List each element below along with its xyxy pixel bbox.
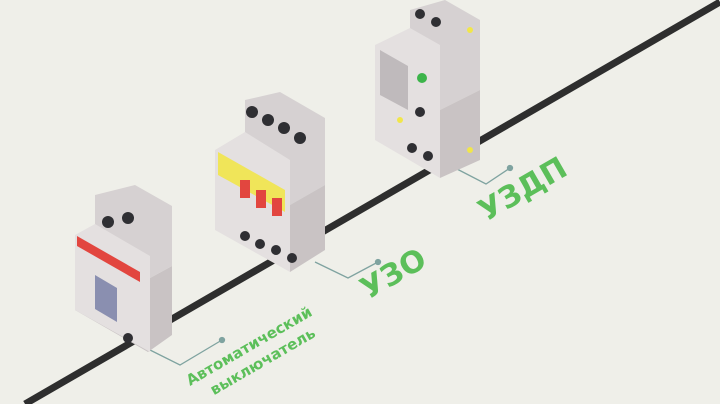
label-rcd: УЗО <box>355 242 433 307</box>
rcd-yellow-panel <box>218 152 285 212</box>
indicator-light-icon <box>417 73 427 83</box>
rcd-toggle <box>272 198 282 216</box>
screw-icon <box>415 9 425 19</box>
leader-line-breaker <box>139 336 226 366</box>
label-circuit-breaker: Автоматический выключатель <box>183 303 319 399</box>
screw-icon <box>102 216 114 228</box>
circuit-breaker-device <box>75 185 172 352</box>
breaker-red-stripe <box>77 236 140 282</box>
marker-dot-icon <box>467 27 473 33</box>
screw-icon <box>271 245 281 255</box>
rcd-toggle <box>256 190 266 208</box>
label-afdd: УЗДП <box>473 150 574 228</box>
marker-dot-icon <box>397 117 403 123</box>
rcd-device <box>215 92 325 272</box>
screw-icon <box>431 17 441 27</box>
screw-icon <box>123 333 133 343</box>
breaker-toggle <box>95 275 117 322</box>
marker-dot-icon <box>467 147 473 153</box>
leader-line-rcd <box>314 258 382 279</box>
screw-icon <box>407 143 417 153</box>
screw-icon <box>255 239 265 249</box>
rcd-toggle <box>240 180 250 198</box>
screw-icon <box>262 114 274 126</box>
afdd-device <box>375 0 480 178</box>
screw-icon <box>246 106 258 118</box>
screw-icon <box>240 231 250 241</box>
afdd-toggle <box>380 50 408 110</box>
leader-line-afdd <box>454 164 514 185</box>
test-button-icon <box>415 107 425 117</box>
screw-icon <box>278 122 290 134</box>
screw-icon <box>423 151 433 161</box>
screw-icon <box>122 212 134 224</box>
screw-icon <box>294 132 306 144</box>
screw-icon <box>287 253 297 263</box>
